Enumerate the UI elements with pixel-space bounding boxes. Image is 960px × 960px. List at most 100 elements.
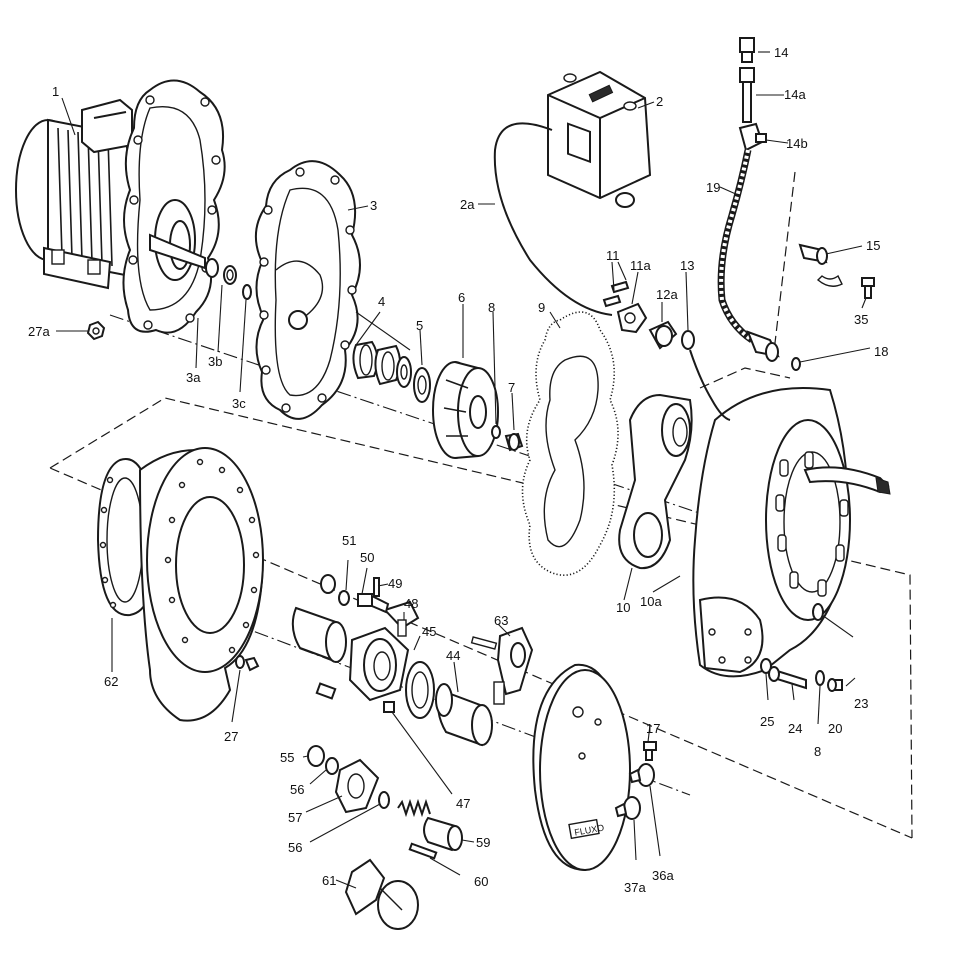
- ring-3a: [205, 258, 219, 278]
- screws-11: [602, 280, 630, 308]
- label-10: 10: [616, 600, 630, 615]
- washer-8: [491, 425, 501, 439]
- shaft-axis: [109, 314, 721, 521]
- label-50: 50: [360, 550, 374, 565]
- label-2a: 2a: [460, 197, 475, 212]
- label-3c: 3c: [232, 396, 246, 411]
- label-4: 4: [378, 294, 385, 309]
- label-13: 13: [680, 258, 694, 273]
- label-57: 57: [288, 810, 302, 825]
- label-25: 25: [760, 714, 774, 729]
- flange-11a: [616, 302, 648, 334]
- label-3b: 3b: [208, 354, 222, 369]
- label-17: 17: [646, 721, 660, 736]
- fitting-12a: [648, 320, 678, 350]
- hose-boundary: [772, 171, 796, 361]
- fan-61: [344, 858, 419, 930]
- label-11a: 11a: [630, 258, 651, 273]
- hose-19-core: [719, 149, 754, 342]
- valve-59: [423, 816, 463, 852]
- seal-kit: [352, 340, 412, 388]
- spring: [397, 798, 431, 818]
- screw-left: [315, 682, 337, 700]
- label-27a: 27a: [28, 324, 50, 339]
- screw-37a: [614, 796, 641, 820]
- bolt-20: [827, 678, 843, 692]
- cable-2a: [493, 122, 613, 316]
- front-plate: FLUXO: [532, 663, 631, 872]
- washer-27: [235, 655, 245, 669]
- nut-lower: [383, 701, 395, 713]
- housing-47: [348, 626, 410, 702]
- fitting-14a: [739, 67, 755, 123]
- fitting-14: [739, 37, 755, 63]
- label-36a: 36a: [652, 868, 674, 883]
- callout-labels: 1 2 2a 3 3a 3b 3c 4 5 6 7 8 9 10 10a 11 …: [28, 45, 888, 895]
- adapter-flange: [122, 79, 226, 334]
- tube-13: [689, 349, 731, 421]
- bracket-63: [470, 626, 534, 705]
- hose-end: [746, 330, 780, 362]
- label-60: 60: [474, 874, 488, 889]
- pin-49: [373, 577, 380, 597]
- washer-25: [760, 658, 772, 674]
- label-35: 35: [854, 312, 868, 327]
- label-14b: 14b: [786, 136, 808, 151]
- washer-8-lower: [815, 670, 825, 686]
- label-44: 44: [446, 648, 460, 663]
- gasket-opening: [543, 355, 599, 548]
- label-59: 59: [476, 835, 490, 850]
- label-14a: 14a: [784, 87, 806, 102]
- label-24: 24: [788, 721, 802, 736]
- block-57: [334, 758, 380, 814]
- nut-7: [504, 432, 524, 452]
- screw-36a: [628, 763, 655, 787]
- ring-3c: [242, 284, 252, 300]
- bolt-24: [768, 666, 807, 690]
- label-55: 55: [280, 750, 294, 765]
- label-62: 62: [104, 674, 118, 689]
- label-37a: 37a: [624, 880, 646, 895]
- label-2: 2: [656, 94, 663, 109]
- ring-18: [791, 357, 801, 371]
- screw-35: [861, 277, 875, 299]
- label-5: 5: [416, 318, 423, 333]
- pin-60: [408, 842, 438, 860]
- label-10a: 10a: [640, 594, 662, 609]
- ring-45-inner: [411, 671, 429, 709]
- sleeve-15: [798, 243, 843, 287]
- cap-51: [320, 574, 336, 594]
- label-3a: 3a: [186, 370, 201, 385]
- nut-27a: [86, 320, 106, 341]
- label-56-top: 56: [290, 782, 304, 797]
- cap-55: [307, 745, 325, 767]
- label-23: 23: [854, 696, 868, 711]
- washer-56-top: [325, 757, 339, 775]
- screw-17: [643, 741, 657, 761]
- burner-housing: [138, 447, 264, 722]
- label-15: 15: [866, 238, 880, 253]
- motor: [15, 98, 142, 290]
- nut-27: [244, 656, 260, 672]
- pump-housing: [692, 387, 891, 678]
- control-box: [547, 70, 652, 208]
- bearing-bracket: [618, 393, 693, 570]
- bracket-48: [383, 600, 420, 637]
- sleeve-44: [435, 683, 493, 747]
- impeller: [432, 361, 499, 459]
- washer-56-bottom: [378, 791, 390, 809]
- ring-13: [681, 330, 695, 350]
- label-19: 19: [706, 180, 720, 195]
- label-8-top: 8: [488, 300, 495, 315]
- label-9: 9: [538, 300, 545, 315]
- label-12a: 12a: [656, 287, 678, 302]
- label-20: 20: [828, 721, 842, 736]
- label-51: 51: [342, 533, 356, 548]
- label-18: 18: [874, 344, 888, 359]
- label-48: 48: [404, 596, 418, 611]
- sleeve-left: [291, 606, 347, 664]
- washer-51: [338, 590, 350, 606]
- bolt-50: [357, 593, 390, 614]
- ring-5-inner: [417, 375, 427, 395]
